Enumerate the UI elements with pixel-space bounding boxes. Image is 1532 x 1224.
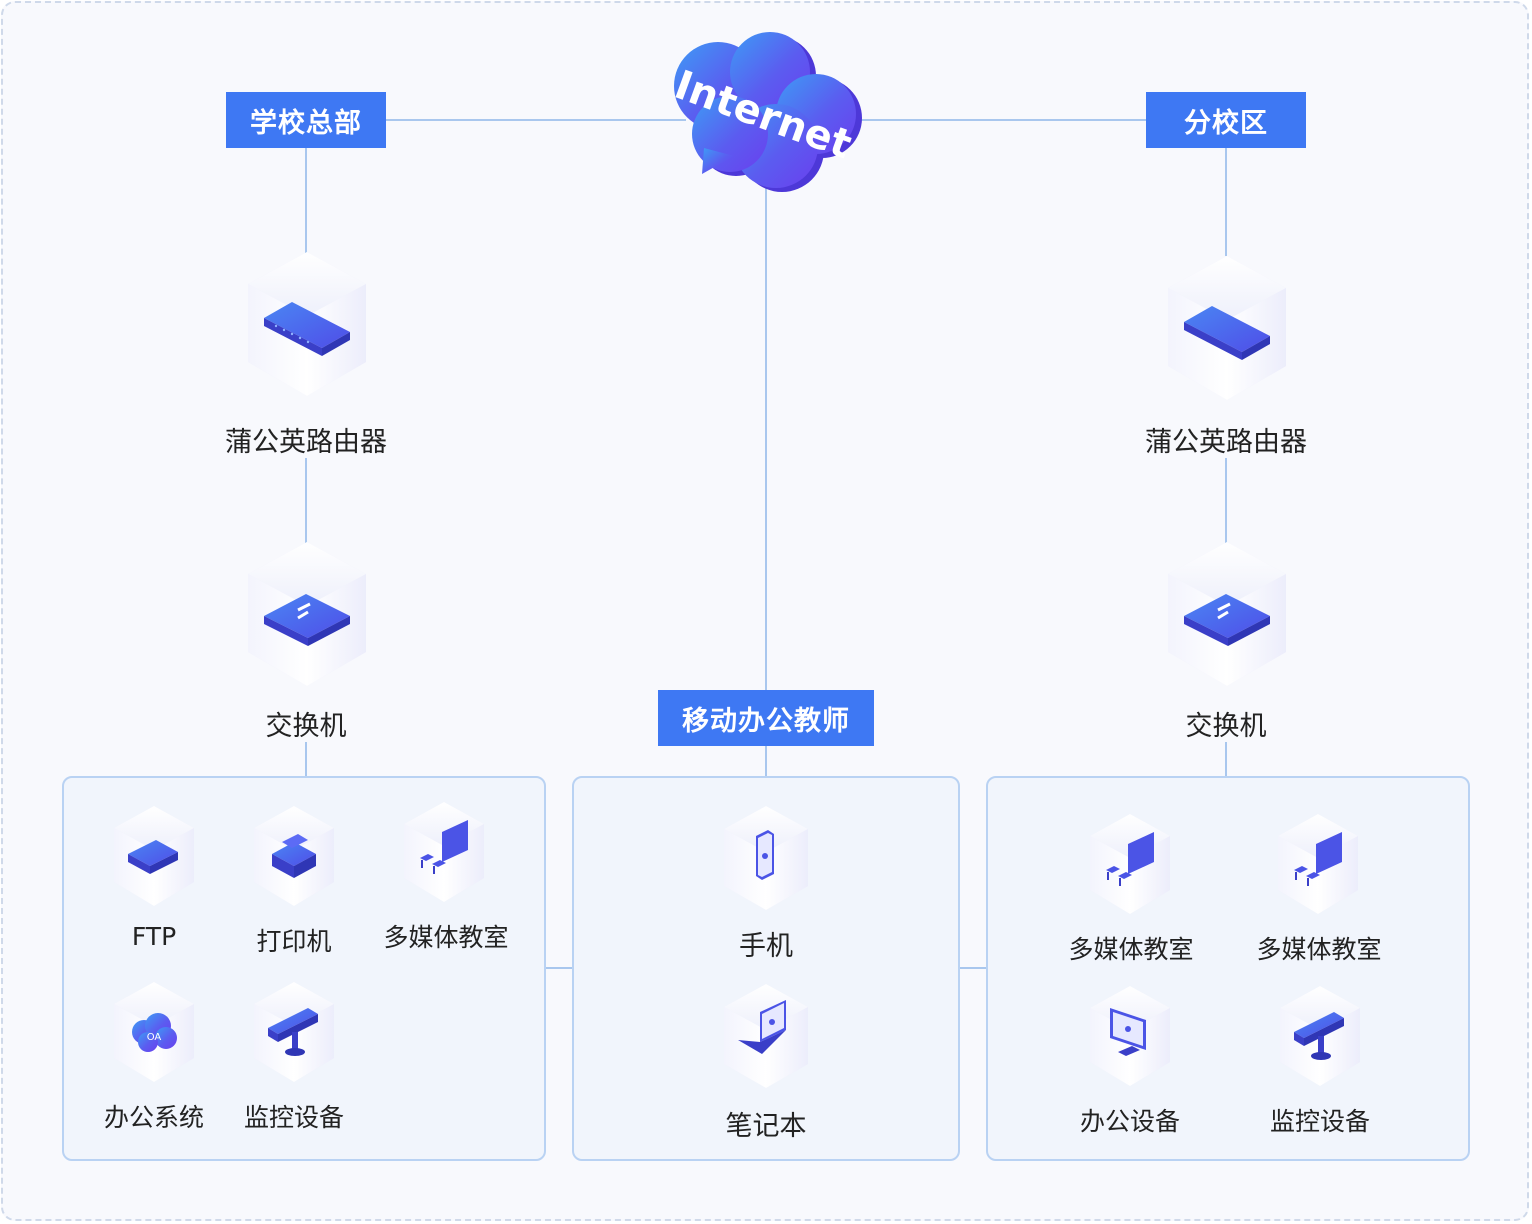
branch-device-label: 办公设备 <box>1079 1107 1181 1136</box>
camera-icon <box>254 982 334 1082</box>
classroom-icon <box>1278 814 1358 914</box>
hq-device-label: 打印机 <box>256 927 332 956</box>
hq-device-label: 多媒体教室 <box>383 923 509 952</box>
switch-icon <box>1168 542 1286 686</box>
line-hq-router-switch <box>305 458 307 544</box>
classroom-icon <box>404 802 484 902</box>
line-branch-router-switch <box>1225 458 1227 544</box>
branch-device-label: 多媒体教室 <box>1256 935 1382 964</box>
hq-tag: 学校总部 <box>226 92 386 148</box>
camera-icon <box>1280 986 1360 1086</box>
hq-switch-label: 交换机 <box>265 711 347 742</box>
branch-switch-label: 交换机 <box>1185 711 1267 742</box>
monitor-icon <box>1090 986 1170 1086</box>
line-branch-switch-panel <box>1225 742 1227 778</box>
line-panel-left-mid <box>545 967 573 969</box>
svg-text:OA: OA <box>147 1032 162 1043</box>
mobile-device-label: 手机 <box>739 931 793 962</box>
line-hq-router <box>305 148 307 254</box>
hq-device-label: FTP <box>131 922 177 951</box>
mobile-teacher-tag: 移动办公教师 <box>658 690 874 746</box>
mobile-device-label: 笔记本 <box>725 1111 807 1142</box>
hq-device-label: 办公系统 <box>103 1103 205 1132</box>
oa-cloud-icon: OA <box>114 982 194 1082</box>
switch-icon <box>248 542 366 686</box>
branch-device-label: 监控设备 <box>1269 1107 1371 1136</box>
hq-device-label: 监控设备 <box>243 1103 345 1132</box>
branch-devices-panel <box>986 776 1470 1161</box>
line-internet-branch <box>856 119 1146 121</box>
phone-icon <box>724 806 808 910</box>
branch-router-label: 蒲公英路由器 <box>1145 427 1307 458</box>
line-hq-internet <box>386 119 686 121</box>
line-panel-mid-right <box>959 967 987 969</box>
branch-device-label: 多媒体教室 <box>1068 935 1194 964</box>
line-branch-router <box>1225 148 1227 256</box>
line-internet-mobile <box>765 180 767 692</box>
classroom-icon <box>1090 814 1170 914</box>
router-icon <box>248 252 366 396</box>
cloud-icon: Internet <box>669 32 862 192</box>
ftp-server-icon <box>114 806 194 906</box>
printer-icon <box>254 806 334 906</box>
line-hq-switch-panel <box>305 742 307 778</box>
hq-router-label: 蒲公英路由器 <box>225 427 387 458</box>
line-mobile-panel <box>765 746 767 778</box>
router-icon <box>1168 256 1286 400</box>
laptop-icon <box>724 984 808 1088</box>
branch-tag: 分校区 <box>1146 92 1306 148</box>
